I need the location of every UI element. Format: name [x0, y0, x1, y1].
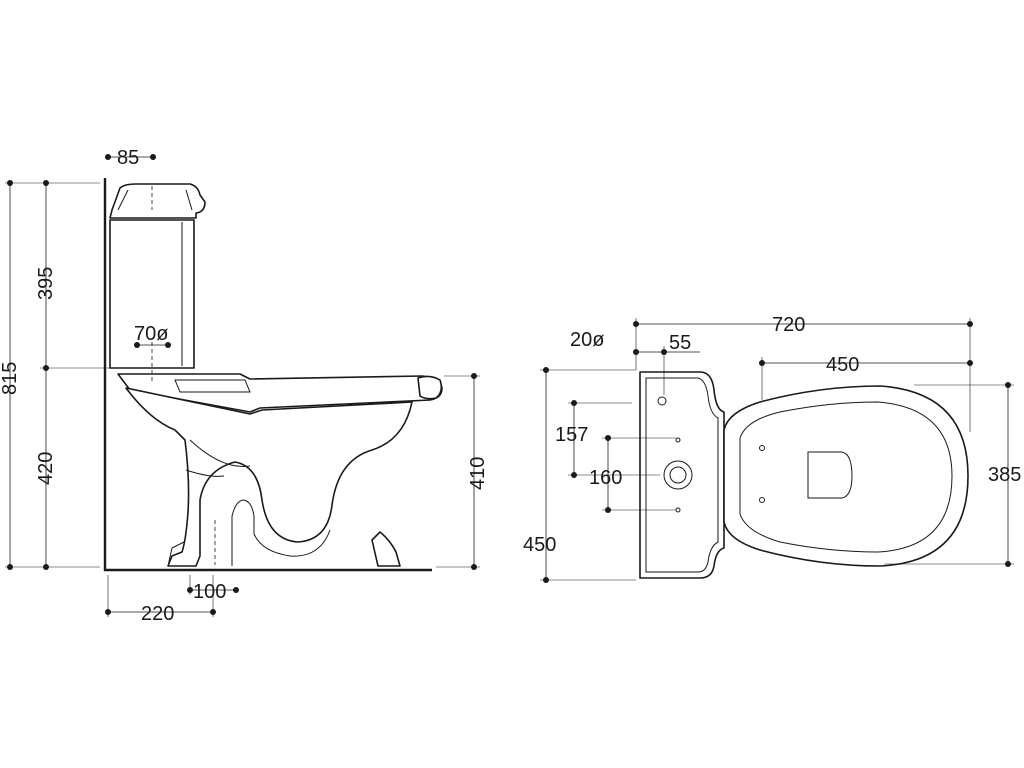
- trap-outer: [231, 499, 331, 566]
- dim-815-label: 815: [0, 362, 21, 395]
- dim-85-label: 85: [117, 147, 139, 169]
- dim-160-label: 160: [589, 467, 622, 489]
- bowl-top-inner: [739, 401, 953, 553]
- dim-720-label: 720: [772, 314, 805, 336]
- inlet-ring-inner: [669, 466, 687, 484]
- dim-220-label: 220: [141, 603, 174, 625]
- inlet-ring-outer: [663, 460, 693, 490]
- cistern-top: [639, 371, 725, 579]
- dim-420-label: 420: [35, 452, 57, 485]
- cistern-lid: [109, 183, 206, 219]
- cistern-lid-detail: [117, 189, 193, 211]
- fixing-hole-top: [675, 437, 681, 443]
- dim-100-label: 100: [193, 581, 226, 603]
- dim-157-label: 157: [555, 424, 588, 446]
- dim-55-label: 55: [669, 332, 691, 354]
- side-view: [103, 178, 443, 572]
- seat-hinge-hole-top: [759, 445, 765, 451]
- side-view-dimensions: 85 815 395 420 70ø 410 10: [0, 147, 489, 625]
- top-view-dimensions: 720 20ø 55 450 385 450 157: [523, 314, 1021, 583]
- bowl-top: [723, 385, 969, 567]
- trap-inner: [185, 439, 251, 477]
- dim-20-label: 20ø: [570, 329, 604, 351]
- flush-button-hole: [657, 396, 667, 406]
- top-view: [639, 371, 969, 579]
- seat-line: [174, 379, 251, 393]
- bowl-body: [125, 387, 413, 567]
- bowl-foot: [371, 531, 401, 567]
- dim-450-top-label: 450: [826, 354, 859, 376]
- cistern-top-inner: [645, 377, 719, 573]
- dim-385-label: 385: [988, 464, 1021, 486]
- dim-450-left-label: 450: [523, 534, 556, 556]
- bowl-water: [807, 451, 853, 499]
- rim-end: [417, 375, 443, 400]
- bowl-foot-left: [167, 541, 185, 567]
- dim-70-label: 70ø: [134, 323, 168, 345]
- wall-line: [103, 178, 432, 572]
- dim-410-label: 410: [467, 457, 489, 490]
- seat-hinge-hole-bottom: [759, 497, 765, 503]
- dim-395-label: 395: [35, 267, 57, 300]
